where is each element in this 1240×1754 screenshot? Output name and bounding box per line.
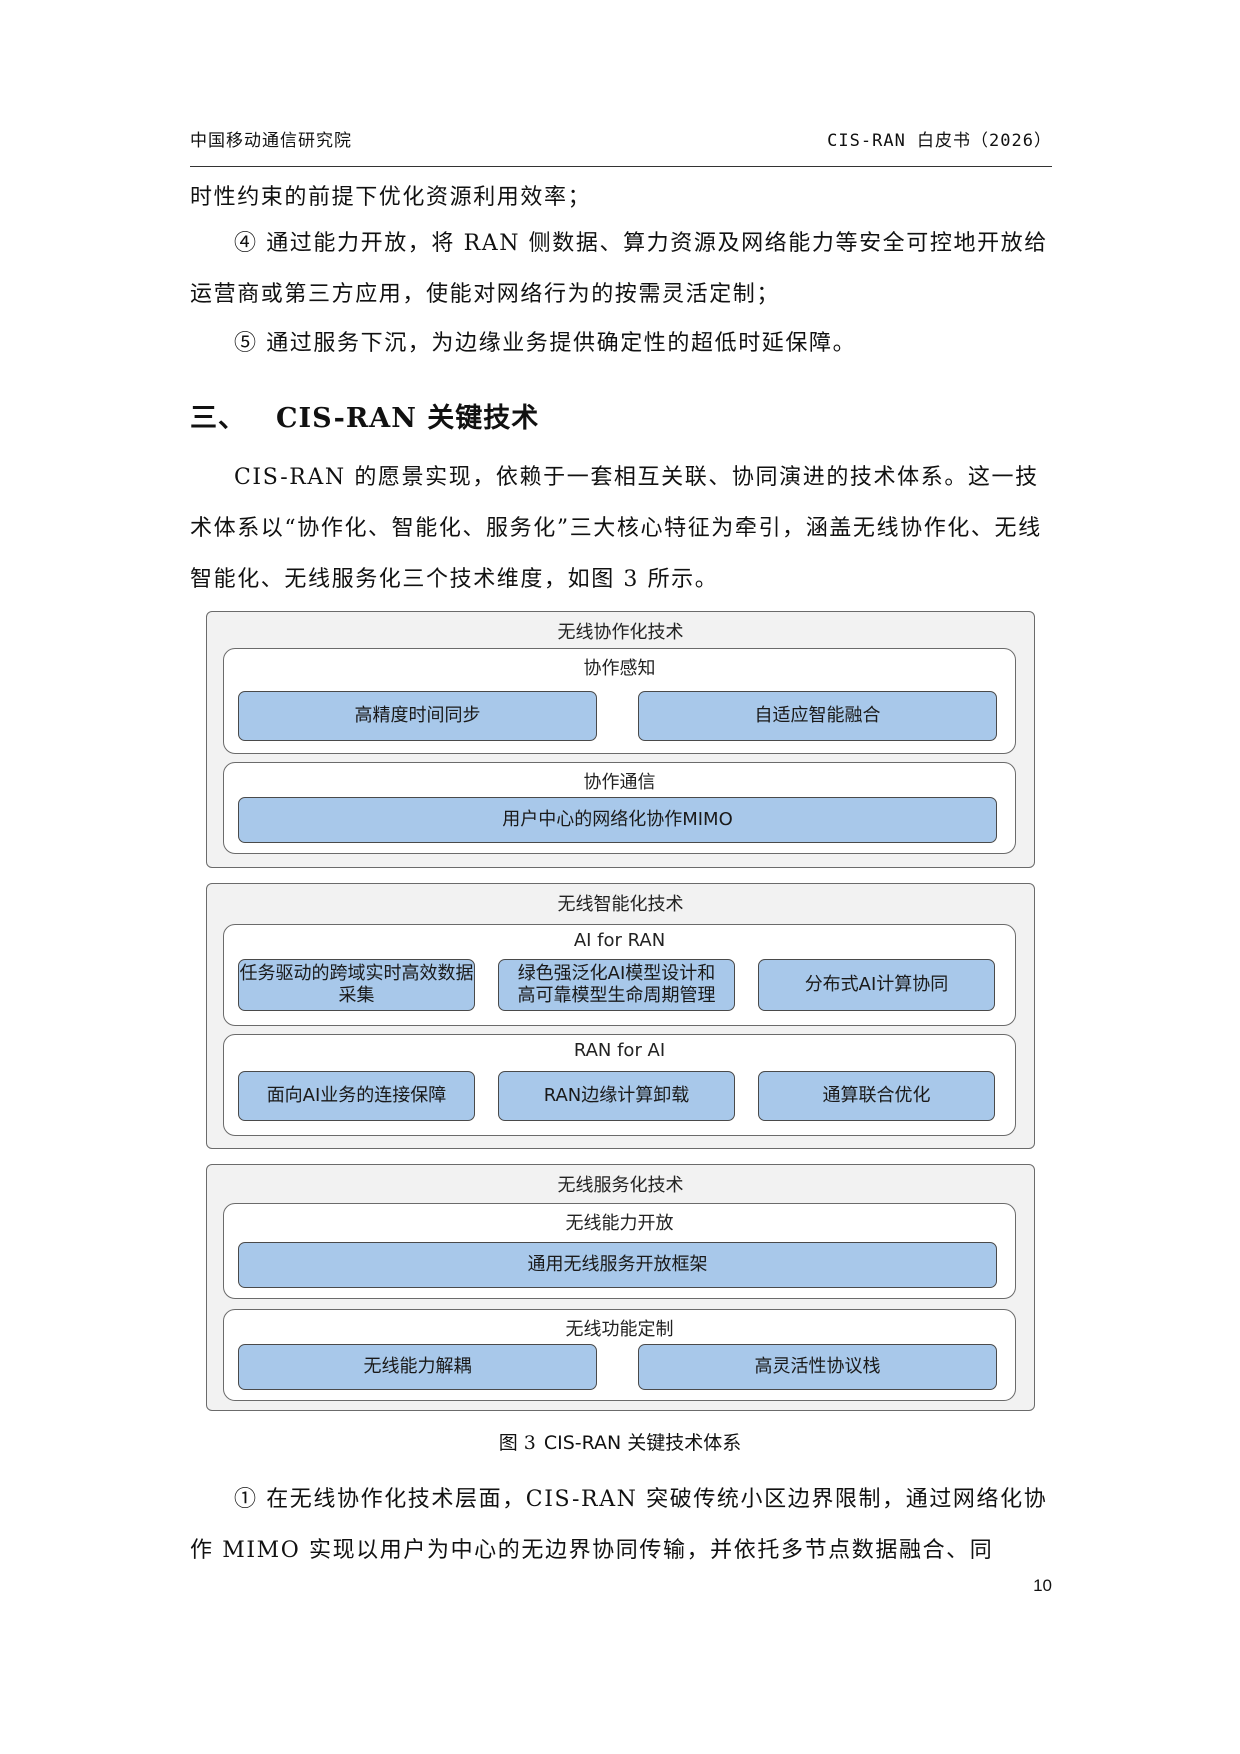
tech-box: 高精度时间同步 (238, 691, 597, 741)
tech-box: 用户中心的网络化协作MIMO (238, 797, 997, 843)
subgroup-title: 无线功能定制 (565, 1319, 674, 1340)
subgroup-title: 无线能力开放 (565, 1213, 674, 1234)
section-heading: 三、 CIS-RAN 关键技术 (190, 396, 539, 435)
section-title: CIS-RAN 关键技术 (276, 403, 540, 434)
intro-paragraph: CIS-RAN 的愿景实现，依赖于一套相互关联、协同演进的技术体系。这一技术体系… (190, 465, 1042, 592)
paragraph-item-1: ① 在无线协作化技术层面，CIS-RAN 突破传统小区边界限制，通过网络化协作 … (190, 1487, 1048, 1563)
group-wireless-collaboration: 无线协作化技术 协作感知 高精度时间同步 自适应智能融合 协作通信 用户中心的网… (206, 611, 1035, 868)
subgroup-ran-for-ai: RAN for AI 面向AI业务的连接保障 RAN边缘计算卸载 通算联合优化 (223, 1034, 1016, 1136)
subgroup-function-customization: 无线功能定制 无线能力解耦 高灵活性协议栈 (223, 1309, 1016, 1401)
subgroup-capability-exposure: 无线能力开放 通用无线服务开放框架 (223, 1203, 1016, 1299)
group-title: 无线协作化技术 (557, 622, 684, 643)
subgroup-title: 协作感知 (583, 658, 656, 679)
header-org: 中国移动通信研究院 (190, 131, 352, 151)
figure-caption: 图 3 CIS-RAN 关键技术体系 (0, 1428, 1240, 1455)
tech-box: 无线能力解耦 (238, 1344, 597, 1390)
figure-label: 图 3 (498, 1432, 536, 1454)
tech-box: 分布式AI计算协同 (758, 959, 995, 1011)
figure-caption-text: CIS-RAN 关键技术体系 (543, 1432, 742, 1454)
group-title: 无线服务化技术 (557, 1175, 684, 1196)
tech-box: 自适应智能融合 (638, 691, 997, 741)
list-item-4: ④ 通过能力开放，将 RAN 侧数据、算力资源及网络能力等安全可控地开放给运营商… (190, 231, 1048, 307)
tech-box: 绿色强泛化AI模型设计和高可靠模型生命周期管理 (498, 959, 735, 1011)
subgroup-cooperative-sensing: 协作感知 高精度时间同步 自适应智能融合 (223, 648, 1016, 754)
tech-box: RAN边缘计算卸载 (498, 1071, 735, 1121)
subgroup-title: AI for RAN (573, 930, 666, 951)
tech-box: 通算联合优化 (758, 1071, 995, 1121)
group-wireless-service: 无线服务化技术 无线能力开放 通用无线服务开放框架 无线功能定制 无线能力解耦 … (206, 1164, 1035, 1411)
paragraph-continued: 时性约束的前提下优化资源利用效率； (190, 185, 592, 210)
tech-box: 通用无线服务开放框架 (238, 1242, 997, 1288)
subgroup-title: RAN for AI (573, 1040, 666, 1061)
page-header: 中国移动通信研究院 CIS-RAN 白皮书（2026） (190, 126, 1052, 167)
group-wireless-intelligence: 无线智能化技术 AI for RAN 任务驱动的跨域实时高效数据采集 绿色强泛化… (206, 883, 1035, 1149)
tech-box: 高灵活性协议栈 (638, 1344, 997, 1390)
page-number: 10 (1033, 1576, 1052, 1595)
subgroup-cooperative-communication: 协作通信 用户中心的网络化协作MIMO (223, 762, 1016, 854)
subgroup-ai-for-ran: AI for RAN 任务驱动的跨域实时高效数据采集 绿色强泛化AI模型设计和高… (223, 924, 1016, 1026)
section-number: 三、 (190, 403, 246, 434)
tech-box: 任务驱动的跨域实时高效数据采集 (238, 959, 475, 1011)
group-title: 无线智能化技术 (557, 894, 684, 915)
subgroup-title: 协作通信 (583, 772, 656, 793)
list-item-5: ⑤ 通过服务下沉，为边缘业务提供确定性的超低时延保障。 (234, 331, 857, 356)
tech-box: 面向AI业务的连接保障 (238, 1071, 475, 1121)
header-doc-title: CIS-RAN 白皮书（2026） (827, 131, 1052, 151)
